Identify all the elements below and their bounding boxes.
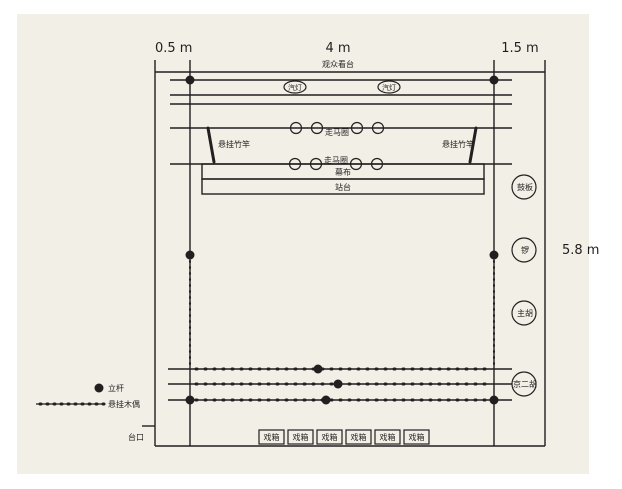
instrument-label-huqin: 主胡 [517,308,533,318]
hanging-pole-left-label: 悬挂竹竿 [218,139,250,149]
dim-right-width: 1.5 m [501,41,538,56]
ring-upper-2 [310,121,324,135]
pole-top-right [489,75,499,85]
curtain-label: 幕布 [335,167,351,177]
walking-horse-circle-upper-label: 走马圈 [325,128,349,137]
lamp-left-label: 汽灯 [288,83,302,92]
ring-lower-1 [288,157,302,171]
prop-box-5-label: 戏箱 [380,432,396,442]
legend-hanging-puppet-label: 悬挂木偶 [108,399,140,409]
dim-center-width: 4 m [325,41,350,56]
lamp-left-outline [283,80,307,94]
pole-mid-left [185,250,195,260]
prop-box-4-frame [345,429,372,445]
hanging-pole-right-label: 悬挂竹竿 [442,139,474,149]
pole-bottom-left [185,395,195,405]
pole-center-2 [333,379,343,389]
standing-platform-label: 站台 [335,182,351,192]
dim-left-width: 0.5 m [155,41,192,56]
instrument-circle-jingerhu [511,371,537,397]
prop-box-6-label: 戏箱 [409,432,425,442]
instrument-label-drum: 鼓板 [517,182,533,192]
ring-lower-2 [309,157,323,171]
pole-center-1 [313,364,323,374]
instrument-circle-huqin [511,300,537,326]
ring-lower-3 [349,157,363,171]
pole-top-left [185,75,195,85]
instrument-circle-gong [511,237,537,263]
ring-upper-3 [350,121,364,135]
prop-box-3-label: 戏箱 [322,432,338,442]
legend-pole-symbol [94,383,104,393]
prop-box-3-frame [316,429,343,445]
pole-mid-right [489,250,499,260]
walking-horse-circle-lower-label: 走马圈 [324,156,348,165]
ring-upper-4 [371,121,385,135]
instrument-label-gong: 锣 [521,245,529,255]
prop-box-1-label: 戏箱 [264,432,280,442]
ring-upper-1 [289,121,303,135]
audience-stand-label: 观众看台 [322,59,354,69]
pole-center-3 [321,395,331,405]
prop-box-5-frame [374,429,401,445]
left-hanging-pole [206,126,216,164]
prop-box-2-frame [287,429,314,445]
instrument-label-jingerhu: 京二胡 [513,379,537,389]
dim-depth: 5.8 m [562,243,599,258]
platform-frame [201,178,485,195]
legend-pole-label: 立杆 [108,383,124,393]
instrument-circle-drum [511,174,537,200]
ring-lower-4 [370,157,384,171]
right-hanging-pole [468,126,478,164]
stage-entrance-label: 台口 [128,432,144,442]
lamp-right-outline [377,80,401,94]
prop-box-2-label: 戏箱 [293,432,309,442]
lamp-right-label: 汽灯 [382,83,396,92]
prop-box-4-label: 戏箱 [351,432,367,442]
prop-box-1-frame [258,429,285,445]
pole-bottom-right [489,395,499,405]
prop-box-6-frame [403,429,430,445]
